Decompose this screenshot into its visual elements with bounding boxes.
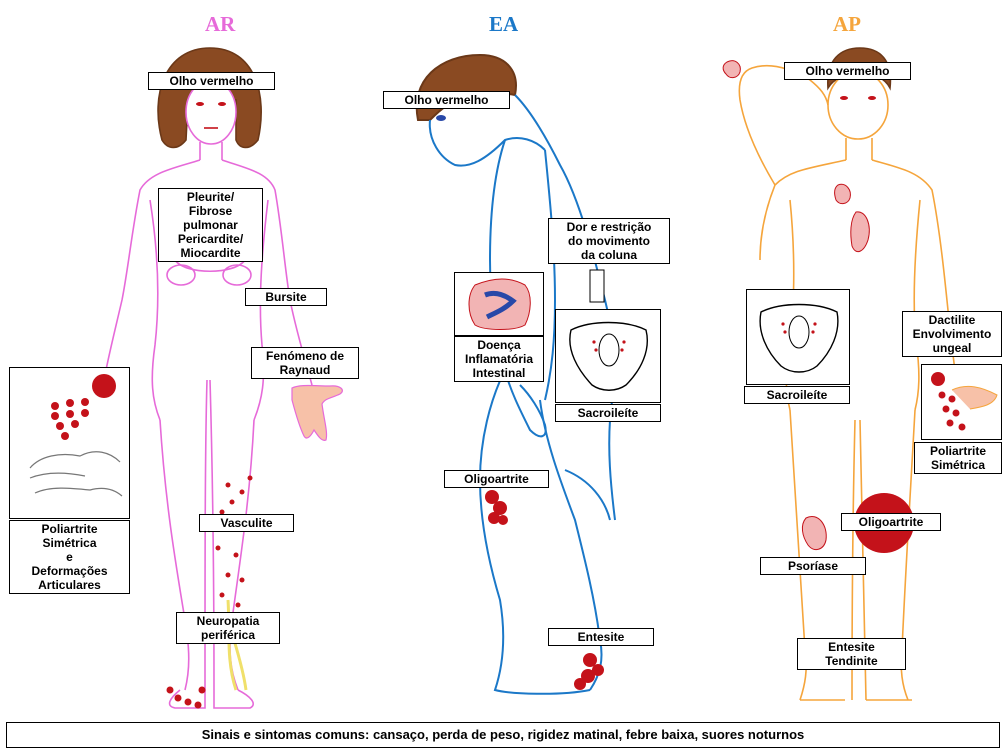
ea-knee-joint: [485, 490, 508, 525]
ap-label-eye: Olho vermelho: [784, 62, 911, 80]
ap-label-oligoarthritis: Oligoartrite: [841, 513, 941, 531]
ea-label-sacroiliitis: Sacroileíte: [555, 404, 661, 422]
raynaud-hand: [292, 386, 342, 441]
footer-common-symptoms: Sinais e sintomas comuns: cansaço, perda…: [6, 722, 1000, 748]
ap-pelvis-panel: [746, 289, 850, 385]
ap-label-polyarthritis: Poliartrite Simétrica: [914, 442, 1002, 474]
ar-label-neuropathy: Neuropatia periférica: [176, 612, 280, 644]
ap-label-dactylitis: Dactilite Envolvimento ungeal: [902, 311, 1002, 357]
ar-label-polyarthritis: Poliartrite Simétrica e Deformações Arti…: [9, 520, 130, 594]
ap-label-psoriasis: Psoríase: [760, 557, 866, 575]
ap-label-sacroiliitis: Sacroileíte: [744, 386, 850, 404]
ar-label-eye: Olho vermelho: [148, 72, 275, 90]
ea-label-enthesitis: Entesite: [548, 628, 654, 646]
ar-label-bursitis: Bursite: [245, 288, 327, 306]
ap-label-enthesitis: Entesite Tendinite: [797, 638, 906, 670]
ea-label-oligoarthritis: Oligoartrite: [444, 470, 549, 488]
ea-eye: [436, 115, 446, 121]
ea-heel-joint: [574, 653, 604, 690]
ar-hands-panel: [9, 367, 130, 519]
ea-ibd-panel: [454, 272, 544, 336]
ea-pelvis-panel: [555, 309, 661, 403]
ea-label-eye: Olho vermelho: [383, 91, 510, 109]
ar-label-raynaud: Fenómeno de Raynaud: [251, 347, 359, 379]
ea-spine: [590, 270, 604, 302]
ar-label-vasculitis: Vasculite: [199, 514, 294, 532]
ea-hair: [417, 55, 516, 120]
ea-label-spine: Dor e restrição do movimento da coluna: [548, 218, 670, 264]
ap-face: [828, 71, 888, 139]
ea-label-ibd: Doença Inflamatória Intestinal: [454, 336, 544, 382]
ar-label-lung: Pleurite/ Fibrose pulmonar Pericardite/ …: [158, 188, 263, 262]
vasculitis-dots: [216, 476, 253, 608]
ap-hand-panel: [921, 364, 1002, 440]
